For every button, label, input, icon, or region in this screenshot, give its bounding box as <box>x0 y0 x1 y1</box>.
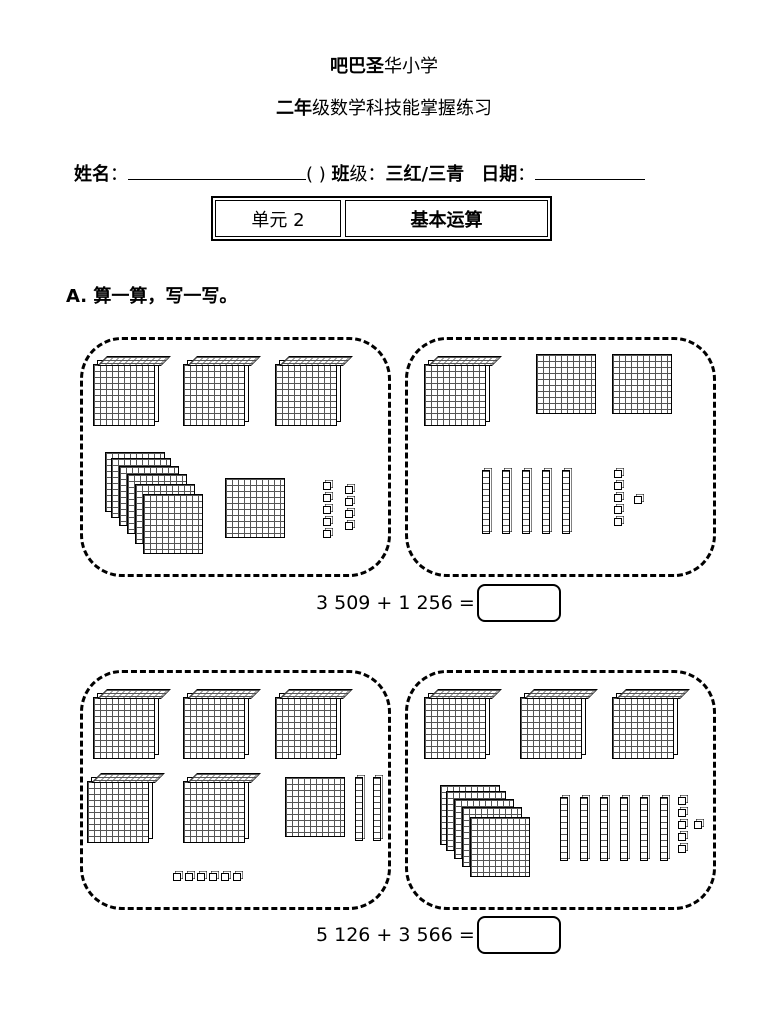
thousand-cube <box>93 364 155 426</box>
class-value: 三红/三青 <box>385 164 465 185</box>
name-colon: ： <box>110 164 128 185</box>
name-label: 姓名 <box>74 164 110 185</box>
one-unit <box>614 470 622 478</box>
class-label-bold: 班 <box>331 164 350 185</box>
one-unit <box>678 845 686 853</box>
one-unit <box>323 494 331 502</box>
school-name: 吧巴圣华小学 <box>0 52 768 78</box>
ten-rod <box>373 777 381 841</box>
one-unit <box>614 506 622 514</box>
hundred-flat <box>225 478 285 538</box>
worksheet-title: 二年级数学科技能掌握练习 <box>0 94 768 120</box>
thousand-cube <box>93 697 155 759</box>
name-blank[interactable] <box>128 161 306 180</box>
worksheet-title-bold: 二年 <box>276 98 312 119</box>
ten-rod <box>620 797 628 861</box>
problem-1-panel-left <box>80 337 391 577</box>
thousand-cube <box>183 781 245 843</box>
thousand-cube <box>424 364 486 426</box>
one-unit <box>634 496 642 504</box>
hundred-flat <box>612 354 672 414</box>
ten-rod <box>502 470 510 534</box>
one-unit <box>209 873 217 881</box>
hundred-flat <box>470 817 530 877</box>
student-info-row: 姓名：( ) 班级：三红/三青 日期： <box>74 160 646 186</box>
class-colon: ： <box>367 164 386 185</box>
one-unit <box>323 518 331 526</box>
thousand-cube <box>183 364 245 426</box>
school-name-rest: 华小学 <box>384 56 438 77</box>
problem-2-panel-right <box>405 670 716 910</box>
ten-rod <box>542 470 550 534</box>
unit-box: 单元 2 基本运算 <box>211 196 552 241</box>
hundred-flat <box>285 777 345 837</box>
ten-rod <box>660 797 668 861</box>
one-unit <box>323 482 331 490</box>
ten-rod <box>355 777 363 841</box>
problem-1-equation: 3 509 + 1 256 = <box>316 592 475 614</box>
thousand-cube <box>183 697 245 759</box>
one-unit <box>323 530 331 538</box>
hundred-flat <box>536 354 596 414</box>
problem-2-answer-box[interactable] <box>476 916 561 954</box>
ten-rod <box>560 797 568 861</box>
thousand-cube <box>87 781 149 843</box>
problem-1-panel-right <box>405 337 716 577</box>
one-unit <box>694 821 702 829</box>
one-unit <box>345 522 353 530</box>
problem-2-equation-row: 5 126 + 3 566 = <box>316 916 561 954</box>
date-label: 日期 <box>481 164 518 185</box>
one-unit <box>197 873 205 881</box>
thousand-cube <box>612 697 674 759</box>
name-paren: ( ) <box>306 164 326 185</box>
school-name-bold: 吧巴圣 <box>330 56 384 77</box>
ten-rod <box>640 797 648 861</box>
thousand-cube <box>424 697 486 759</box>
thousand-cube <box>275 364 337 426</box>
one-unit <box>678 833 686 841</box>
one-unit <box>614 482 622 490</box>
one-unit <box>233 873 241 881</box>
one-unit <box>185 873 193 881</box>
problem-2-panel-left <box>80 670 391 910</box>
one-unit <box>221 873 229 881</box>
ten-rod <box>482 470 490 534</box>
worksheet-title-rest: 级数学科技能掌握练习 <box>312 98 492 119</box>
one-unit <box>614 518 622 526</box>
ten-rod <box>580 797 588 861</box>
date-blank[interactable] <box>535 161 646 180</box>
thousand-cube <box>275 697 337 759</box>
problem-1-equation-row: 3 509 + 1 256 = <box>316 584 561 622</box>
one-unit <box>323 506 331 514</box>
problem-2-equation: 5 126 + 3 566 = <box>316 924 475 946</box>
ten-rod <box>600 797 608 861</box>
one-unit <box>614 494 622 502</box>
one-unit <box>345 498 353 506</box>
unit-topic: 基本运算 <box>345 200 548 237</box>
one-unit <box>678 797 686 805</box>
one-unit <box>678 809 686 817</box>
ten-rod <box>522 470 530 534</box>
ten-rod <box>562 470 570 534</box>
hundred-flat <box>143 494 203 554</box>
problem-1-answer-box[interactable] <box>476 584 561 622</box>
unit-number: 单元 2 <box>215 200 341 237</box>
one-unit <box>345 486 353 494</box>
thousand-cube <box>520 697 582 759</box>
section-a-title: A. 算一算，写一写。 <box>66 286 238 307</box>
class-label-rest: 级 <box>349 164 368 185</box>
one-unit <box>173 873 181 881</box>
one-unit <box>345 510 353 518</box>
one-unit <box>678 821 686 829</box>
date-colon: ： <box>517 164 536 185</box>
